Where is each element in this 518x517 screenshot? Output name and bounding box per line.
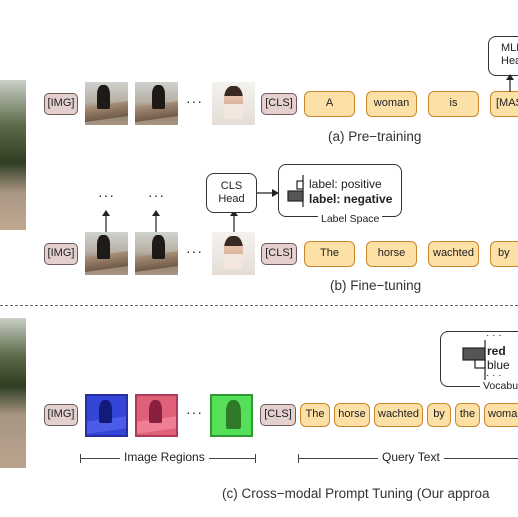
image-patch: [212, 232, 255, 275]
text-token: is: [428, 91, 479, 117]
image-region-red: [135, 394, 178, 437]
image-region-green: [210, 394, 253, 437]
vocab-red: red: [487, 344, 506, 358]
cropped-photo-left-top: [0, 80, 26, 230]
image-region-blue: [85, 394, 128, 437]
text-token: A: [304, 91, 355, 117]
cls-tag: [CLS]: [260, 404, 296, 426]
probability-bar-icon: [462, 340, 486, 382]
ellipsis: ···: [186, 243, 203, 259]
image-patch: [135, 232, 178, 275]
probability-bar-icon: [287, 175, 304, 207]
vocabulary-title: Vocabu: [480, 380, 518, 392]
cls-tag: [CLS]: [261, 93, 297, 115]
image-patch: [212, 82, 255, 125]
ellipsis: ···: [186, 93, 203, 109]
text-token: by: [427, 403, 451, 427]
text-token: horse: [334, 403, 370, 427]
cls-head-label-line1: CLS: [220, 180, 243, 192]
vocab-ellipsis-top: · · ·: [486, 330, 502, 341]
arrow-up-icon: [506, 74, 514, 92]
arrow-up-icon: [152, 210, 160, 234]
text-token: wachted: [374, 403, 423, 427]
cropped-photo-left-bottom: [0, 318, 26, 468]
label-negative: label: negative: [309, 192, 393, 206]
arrow-right-icon: [257, 189, 279, 197]
text-token: horse: [366, 241, 417, 267]
cls-head: CLS Head: [206, 173, 257, 213]
ellipsis: ···: [186, 404, 203, 420]
img-tag: [IMG]: [44, 404, 78, 426]
text-token: the: [455, 403, 480, 427]
cls-head-label-line2: Head: [218, 193, 245, 205]
text-token: wachted: [428, 241, 479, 267]
label-positive: label: positive: [309, 177, 382, 191]
vocab-blue: blue: [487, 358, 510, 372]
caption-a: (a) Pre−training: [328, 129, 422, 144]
caption-b: (b) Fine−tuning: [330, 278, 422, 293]
ellipsis: ···: [98, 187, 115, 203]
arrow-up-icon: [230, 210, 238, 234]
text-token: The: [300, 403, 330, 427]
image-patch: [85, 232, 128, 275]
image-patch: [135, 82, 178, 125]
text-token: The: [304, 241, 355, 267]
mlm-head: MLM Head: [488, 36, 518, 76]
vocabulary-box: · · · red blue · · ·: [440, 330, 518, 387]
vocab-ellipsis-bottom: · · ·: [486, 370, 502, 381]
cls-tag: [CLS]: [261, 243, 297, 265]
text-token: by: [490, 241, 518, 267]
img-tag: [IMG]: [44, 243, 78, 265]
mlm-head-label-line1: MLM: [501, 42, 518, 54]
query-text-label: Query Text: [378, 450, 444, 464]
img-tag: [IMG]: [44, 93, 78, 115]
caption-c: (c) Cross−modal Prompt Tuning (Our appro…: [222, 486, 490, 501]
mlm-head-label-line2: Head: [501, 55, 518, 67]
arrow-up-icon: [102, 210, 110, 234]
text-token: woma: [484, 403, 518, 427]
image-regions-label: Image Regions: [120, 450, 209, 464]
section-divider: [0, 305, 518, 306]
ellipsis: ···: [148, 187, 165, 203]
image-patch: [85, 82, 128, 125]
label-space-title: Label Space: [318, 213, 383, 225]
text-token: woman: [366, 91, 417, 117]
label-space-box: label: positive label: negative: [278, 164, 402, 217]
text-token: [MAS: [490, 91, 518, 117]
